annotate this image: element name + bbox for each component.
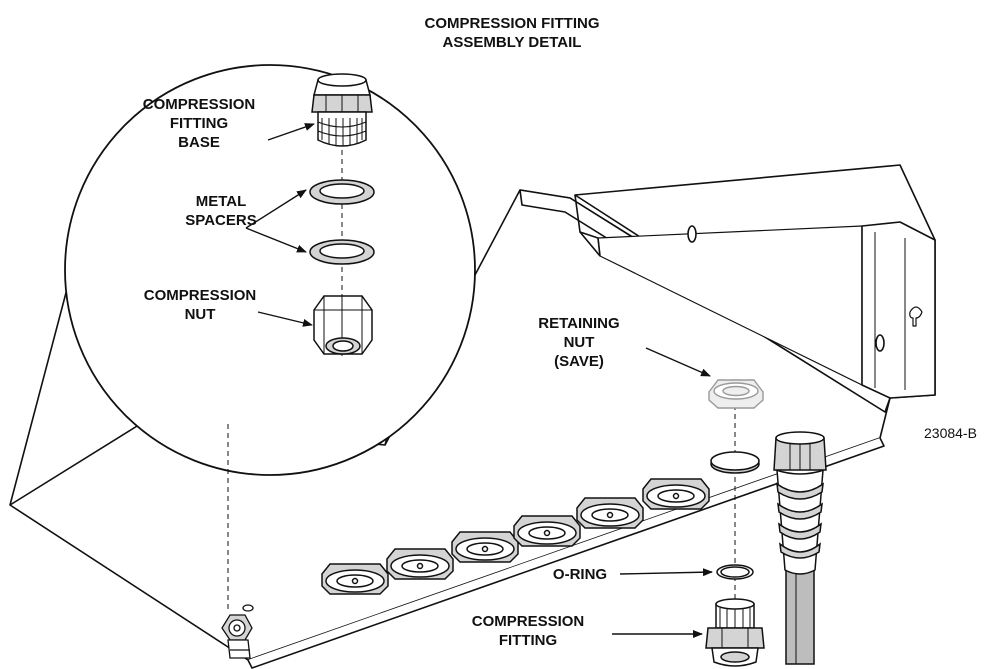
- grommet: [576, 497, 644, 529]
- label-retaining-nut: RETAINING NUT (SAVE): [538, 315, 620, 370]
- enclosure: [9, 164, 936, 669]
- knockout-grommets: [321, 478, 710, 595]
- o-ring: [716, 564, 754, 580]
- label-o-ring: O-RING: [552, 566, 608, 583]
- arrow-compression-nut: [257, 311, 313, 327]
- arrow-retaining-nut: [645, 347, 711, 377]
- label-compression-nut: COMPRESSION NUT: [143, 287, 257, 323]
- arrow-spacer-lower: [245, 227, 307, 253]
- detail-fitting-base: [311, 73, 373, 147]
- detail-metal-spacer-upper: [309, 179, 375, 205]
- figure-number: 23084-B: [924, 425, 977, 441]
- label-compression-fitting: COMPRESSION FITTING: [471, 613, 585, 649]
- detail-title: COMPRESSION FITTING ASSEMBLY DETAIL: [402, 14, 622, 52]
- knockout-disc: [710, 451, 760, 474]
- grommet: [513, 515, 581, 547]
- label-metal-spacers: METAL SPACERS: [185, 193, 257, 229]
- label-compression-fitting-base: COMPRESSION FITTING BASE: [142, 96, 256, 151]
- retaining-nut: [708, 379, 764, 409]
- grommet: [642, 478, 710, 510]
- detail-circle: [64, 64, 476, 476]
- detail-title-line2: ASSEMBLY DETAIL: [442, 34, 582, 51]
- detail-compression-nut: [313, 295, 373, 356]
- arrow-fitting-base: [267, 123, 315, 141]
- arrow-spacer-upper: [245, 189, 307, 229]
- corner-fitting: [221, 604, 254, 659]
- detail-title-line1: COMPRESSION FITTING: [424, 15, 600, 32]
- grommet: [386, 548, 454, 580]
- arrow-o-ring: [619, 568, 713, 577]
- detail-metal-spacer-lower: [309, 239, 375, 265]
- compression-fitting: [705, 598, 765, 667]
- leader-arrows: [245, 123, 713, 638]
- grommet: [321, 563, 389, 595]
- cable-strain-relief: [773, 431, 827, 665]
- grommet: [451, 531, 519, 563]
